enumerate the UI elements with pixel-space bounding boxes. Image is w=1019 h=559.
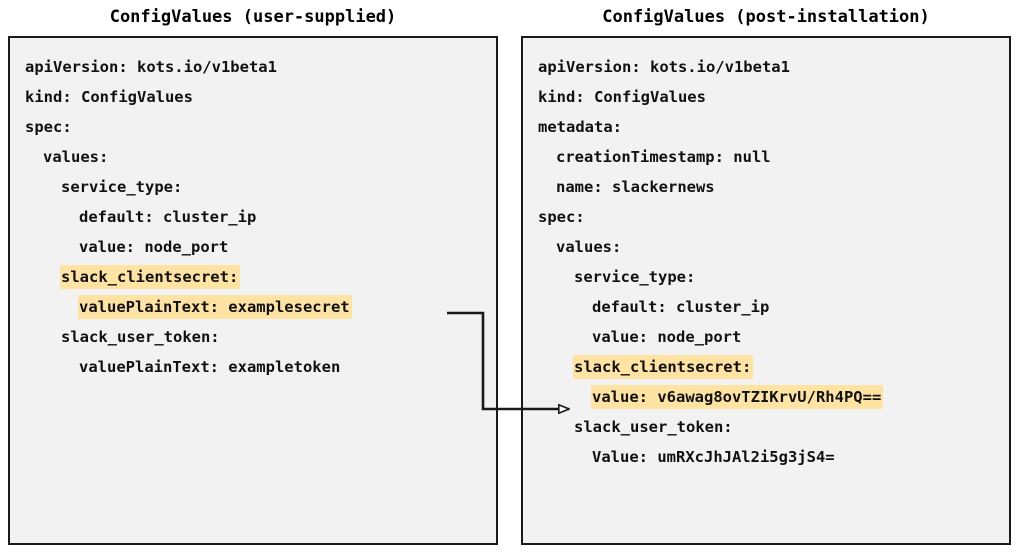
yaml-line: service_type: [10, 172, 496, 202]
yaml-line: metadata: [523, 112, 1009, 142]
yaml-line: spec: [10, 112, 496, 142]
yaml-line-text: default: cluster_ip [79, 208, 257, 226]
yaml-line-text: Value: umRXcJhJAl2i5g3jS4= [592, 448, 835, 466]
right-yaml-body: apiVersion: kots.io/v1beta1 kind: ConfigV… [523, 38, 1009, 472]
yaml-line-text: slack_clientsecret: [573, 355, 754, 379]
yaml-line-text: spec: [538, 208, 585, 226]
yaml-line: spec: [523, 202, 1009, 232]
yaml-line-text: valuePlainText: exampletoken [79, 358, 341, 376]
yaml-line: name: slackernews [523, 172, 1009, 202]
left-panel-title: ConfigValues (user-supplied) [109, 7, 397, 27]
yaml-line: value: node_port [10, 232, 496, 262]
yaml-line: slack_user_token: [10, 322, 496, 352]
yaml-line-text: service_type: [61, 178, 183, 196]
yaml-line-text: creationTimestamp: null [556, 148, 771, 166]
left-yaml-body: apiVersion: kots.io/v1beta1 kind: ConfigV… [10, 38, 496, 382]
yaml-line-text: slack_user_token: [61, 328, 220, 346]
yaml-line-text: kind: ConfigValues [25, 88, 193, 106]
right-panel-post-installation: apiVersion: kots.io/v1beta1 kind: ConfigV… [521, 36, 1011, 545]
yaml-line-text: value: node_port [79, 238, 229, 256]
yaml-line: valuePlainText: exampletoken [10, 352, 496, 382]
yaml-line: Value: umRXcJhJAl2i5g3jS4= [523, 442, 1009, 472]
yaml-line: default: cluster_ip [523, 292, 1009, 322]
yaml-line-text: service_type: [574, 268, 696, 286]
yaml-line-text: value: v6awag8ovTZIKrvU/Rh4PQ== [591, 385, 884, 409]
yaml-line-text: slack_user_token: [574, 418, 733, 436]
yaml-line-text: valuePlainText: examplesecret [78, 295, 352, 319]
yaml-line-text: name: slackernews [556, 178, 715, 196]
yaml-line-text: values: [43, 148, 109, 166]
yaml-line-text: metadata: [538, 118, 622, 136]
yaml-line-text: slack_clientsecret: [60, 265, 241, 289]
left-panel-user-supplied: apiVersion: kots.io/v1beta1 kind: ConfigV… [8, 36, 498, 545]
yaml-line: value: v6awag8ovTZIKrvU/Rh4PQ== [523, 382, 1009, 412]
right-panel-title: ConfigValues (post-installation) [602, 7, 930, 27]
yaml-line: kind: ConfigValues [10, 82, 496, 112]
yaml-line: default: cluster_ip [10, 202, 496, 232]
yaml-line: service_type: [523, 262, 1009, 292]
yaml-line-text: default: cluster_ip [592, 298, 770, 316]
yaml-line-text: kind: ConfigValues [538, 88, 706, 106]
yaml-line: values: [523, 232, 1009, 262]
yaml-line: apiVersion: kots.io/v1beta1 [10, 52, 496, 82]
yaml-line-text: value: node_port [592, 328, 742, 346]
yaml-line: value: node_port [523, 322, 1009, 352]
yaml-line: values: [10, 142, 496, 172]
yaml-line: valuePlainText: examplesecret [10, 292, 496, 322]
yaml-line-text: apiVersion: kots.io/v1beta1 [538, 58, 790, 76]
yaml-line-text: spec: [25, 118, 72, 136]
yaml-line: slack_clientsecret: [10, 262, 496, 292]
yaml-line-text: apiVersion: kots.io/v1beta1 [25, 58, 277, 76]
yaml-line: apiVersion: kots.io/v1beta1 [523, 52, 1009, 82]
yaml-line: kind: ConfigValues [523, 82, 1009, 112]
yaml-line-text: values: [556, 238, 622, 256]
yaml-line: slack_user_token: [523, 412, 1009, 442]
yaml-line: creationTimestamp: null [523, 142, 1009, 172]
yaml-line: slack_clientsecret: [523, 352, 1009, 382]
